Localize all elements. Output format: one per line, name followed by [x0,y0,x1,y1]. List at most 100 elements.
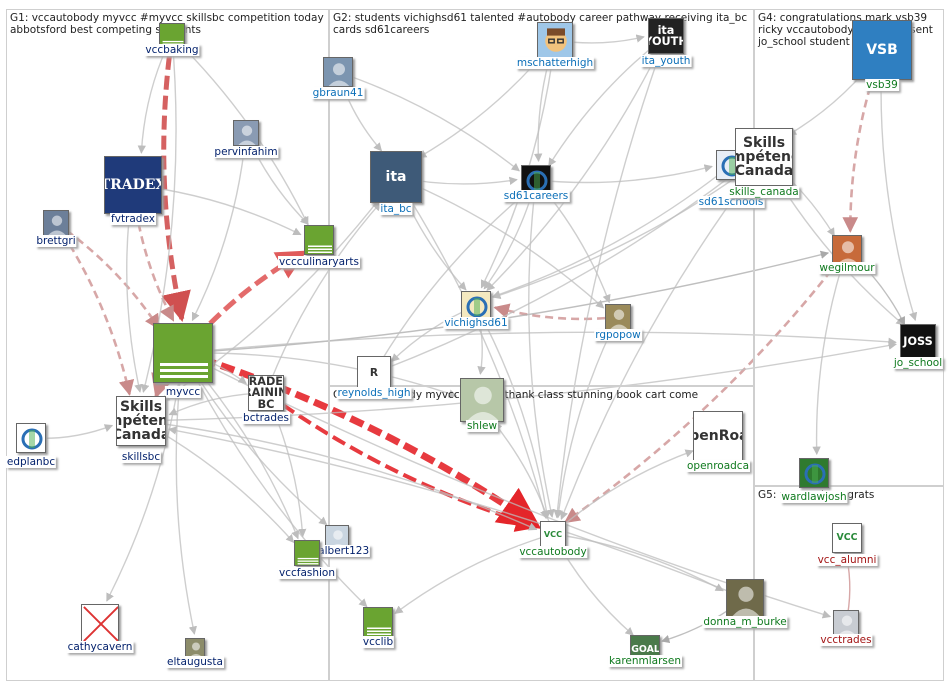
edge-wegilmour-to-wardlawjosh [812,249,848,456]
school-crest-icon[interactable]: JOSS [900,324,936,360]
node-label-ita_bc: ita_bc [379,203,413,215]
group-g2-title: G2: students vichighsd61 talented #autob… [333,12,748,36]
school-crest-icon[interactable] [799,458,829,488]
edge-vichighsd61-to-vccautobody [475,305,551,519]
node-label-karenmlarsen: karenmlarsen [607,655,683,667]
edge-vccautobody-to-shlew [493,422,554,535]
node-label-ita_youth: ita_youth [640,55,692,67]
node-label-edplanbc: edplanbc [5,456,57,468]
vcc-logo-icon[interactable]: VCC [540,521,566,547]
skillsbc-logo-text: Skills Compétences Canada [117,399,165,443]
vcc-logo-icon[interactable] [153,323,213,383]
edge-gbraun41-to-sd61careers [337,71,520,172]
bctrades-logo-text: TRADES TRAINING BC [249,376,283,410]
edge-bctrades-to-ita_bc [265,202,382,394]
node-label-vccbaking: vccbaking [144,44,200,56]
reynolds-logo-icon[interactable]: R [357,356,391,390]
node-label-gbraun41: gbraun41 [311,87,365,99]
node-label-mschatterhigh: mschatterhigh [515,57,595,69]
node-label-vcctrades: vcctrades [819,634,873,646]
profile-photo-icon[interactable] [185,638,205,658]
profile-photo-icon[interactable] [233,120,259,146]
edge-vccbaking-to-myvcc [161,35,191,322]
edge-myvcc-to-jo_school [182,331,897,354]
node-label-skillsbc: skillsbc [120,451,162,463]
edge-ita_youth-to-vichighsd61 [486,35,667,292]
node-label-vichighsd61: vichighsd61 [443,317,509,329]
vcc-logo-icon[interactable] [304,225,334,255]
node-label-vccfashion: vccfashion [277,567,337,579]
edge-vccautobody-to-donna_m_burke [552,533,724,592]
default-avatar-icon[interactable] [833,610,859,636]
profile-photo-icon[interactable] [832,235,862,265]
edge-myvcc-to-vcclib [182,352,368,608]
edge-sd61careers-to-vccautobody [528,179,555,518]
edge-myvcc-to-vccautobody [181,349,542,530]
node-label-brettgri: brettgri [35,235,77,247]
edge-sd61careers-to-sd61schools [535,164,713,184]
node-label-bctrades: bctrades [242,412,290,424]
node-label-donna_m_burke: donna_m_burke [702,616,788,628]
vcc-logo-icon[interactable]: VCC [832,523,862,553]
node-label-jo_school: jo_school [892,357,944,369]
tradex-logo-icon[interactable]: TRADEX [104,156,162,214]
edge-skillsbc-to-vccautobody [140,420,538,531]
vcc-logo-icon[interactable] [294,540,320,566]
edge-reynolds_high-to-skills_canada [373,172,736,374]
profile-photo-icon[interactable] [460,378,504,422]
edge-reynolds_high-to-sd61careers [373,194,525,374]
node-label-fvtradex: fvtradex [110,213,156,225]
node-label-sd61schools: sd61schools [697,196,765,208]
node-label-reynolds_high: reynolds_high [336,387,412,399]
node-label-vccautobody: vccautobody [518,546,588,558]
ita-logo-icon[interactable]: ita [370,151,422,203]
fvtradex-logo-text: TRADEX [105,177,161,193]
edge-vsb39-to-wegilmour [842,49,884,233]
missing-image-icon[interactable] [81,604,119,642]
profile-photo-icon[interactable] [43,210,69,236]
node-label-wegilmour: wegilmour [818,262,876,274]
profile-photo-icon[interactable] [605,304,631,330]
cartoon-avatar-icon[interactable] [537,22,573,58]
skills-canada-logo-icon[interactable]: Skills Compétences Canada [735,128,793,186]
edge-wegilmour-to-vccautobody [563,249,849,524]
vccautobody-logo-text: VCC [543,528,563,539]
openroad-logo-icon[interactable]: OpenRoad [693,411,743,461]
vcc_alumni-logo-text: VCC [836,532,858,544]
profile-photo-icon[interactable] [726,579,764,617]
node-label-skills_canada: skills_canada [728,186,800,198]
node-label-cathycavern: cathycavern [66,641,134,653]
school-crest-icon[interactable] [461,291,491,321]
edge-sd61schools-to-vichighsd61 [491,164,732,299]
group-g5-box: G5: warmest congrats [754,486,944,681]
karenmlarsen-logo-text: #GOALS [631,644,659,656]
node-label-myvcc: myvcc [164,386,202,398]
node-label-vcc_alumni: vcc_alumni [816,554,878,566]
skills_canada-logo-text: Skills Compétences Canada [736,135,792,179]
node-label-rgpopow: rgpopow [594,329,642,341]
skills-canada-logo-icon[interactable]: Skills Compétences Canada [116,396,166,446]
node-label-vccculinaryarts: vccculinaryarts [278,256,360,268]
trades-training-logo-icon[interactable]: TRADES TRAINING BC [248,375,284,411]
node-label-ngalbert123: ngalbert123 [303,545,371,557]
reynolds_high-logo-text: R [369,365,379,379]
ita_bc-logo-text: ita [385,169,407,185]
edge-brettgri-to-skillsbc [54,222,135,396]
vsb-logo-icon[interactable]: VSB [852,20,912,80]
edge-ita_bc-to-vccautobody [395,176,549,520]
edplan-logo-icon[interactable] [16,423,46,453]
node-label-pervinfahim: pervinfahim [213,146,279,158]
node-label-eltaugusta: eltaugusta [166,656,224,668]
node-label-wardlawjosh: wardlawjosh [780,491,848,503]
vcc-logo-icon[interactable] [363,607,393,637]
edge-donna_m_burke-to-skillsbc [168,426,746,599]
profile-photo-icon[interactable] [323,57,353,87]
edge-brettgri-to-myvcc [55,221,161,330]
ita-youth-logo-icon[interactable]: ita YOUTH [648,18,684,54]
openroadca-logo-text: OpenRoad [694,428,742,444]
node-label-sd61careers: sd61careers [502,190,570,202]
node-label-openroadca: openroadca [685,460,751,472]
node-label-vcclib: vcclib [361,636,395,648]
